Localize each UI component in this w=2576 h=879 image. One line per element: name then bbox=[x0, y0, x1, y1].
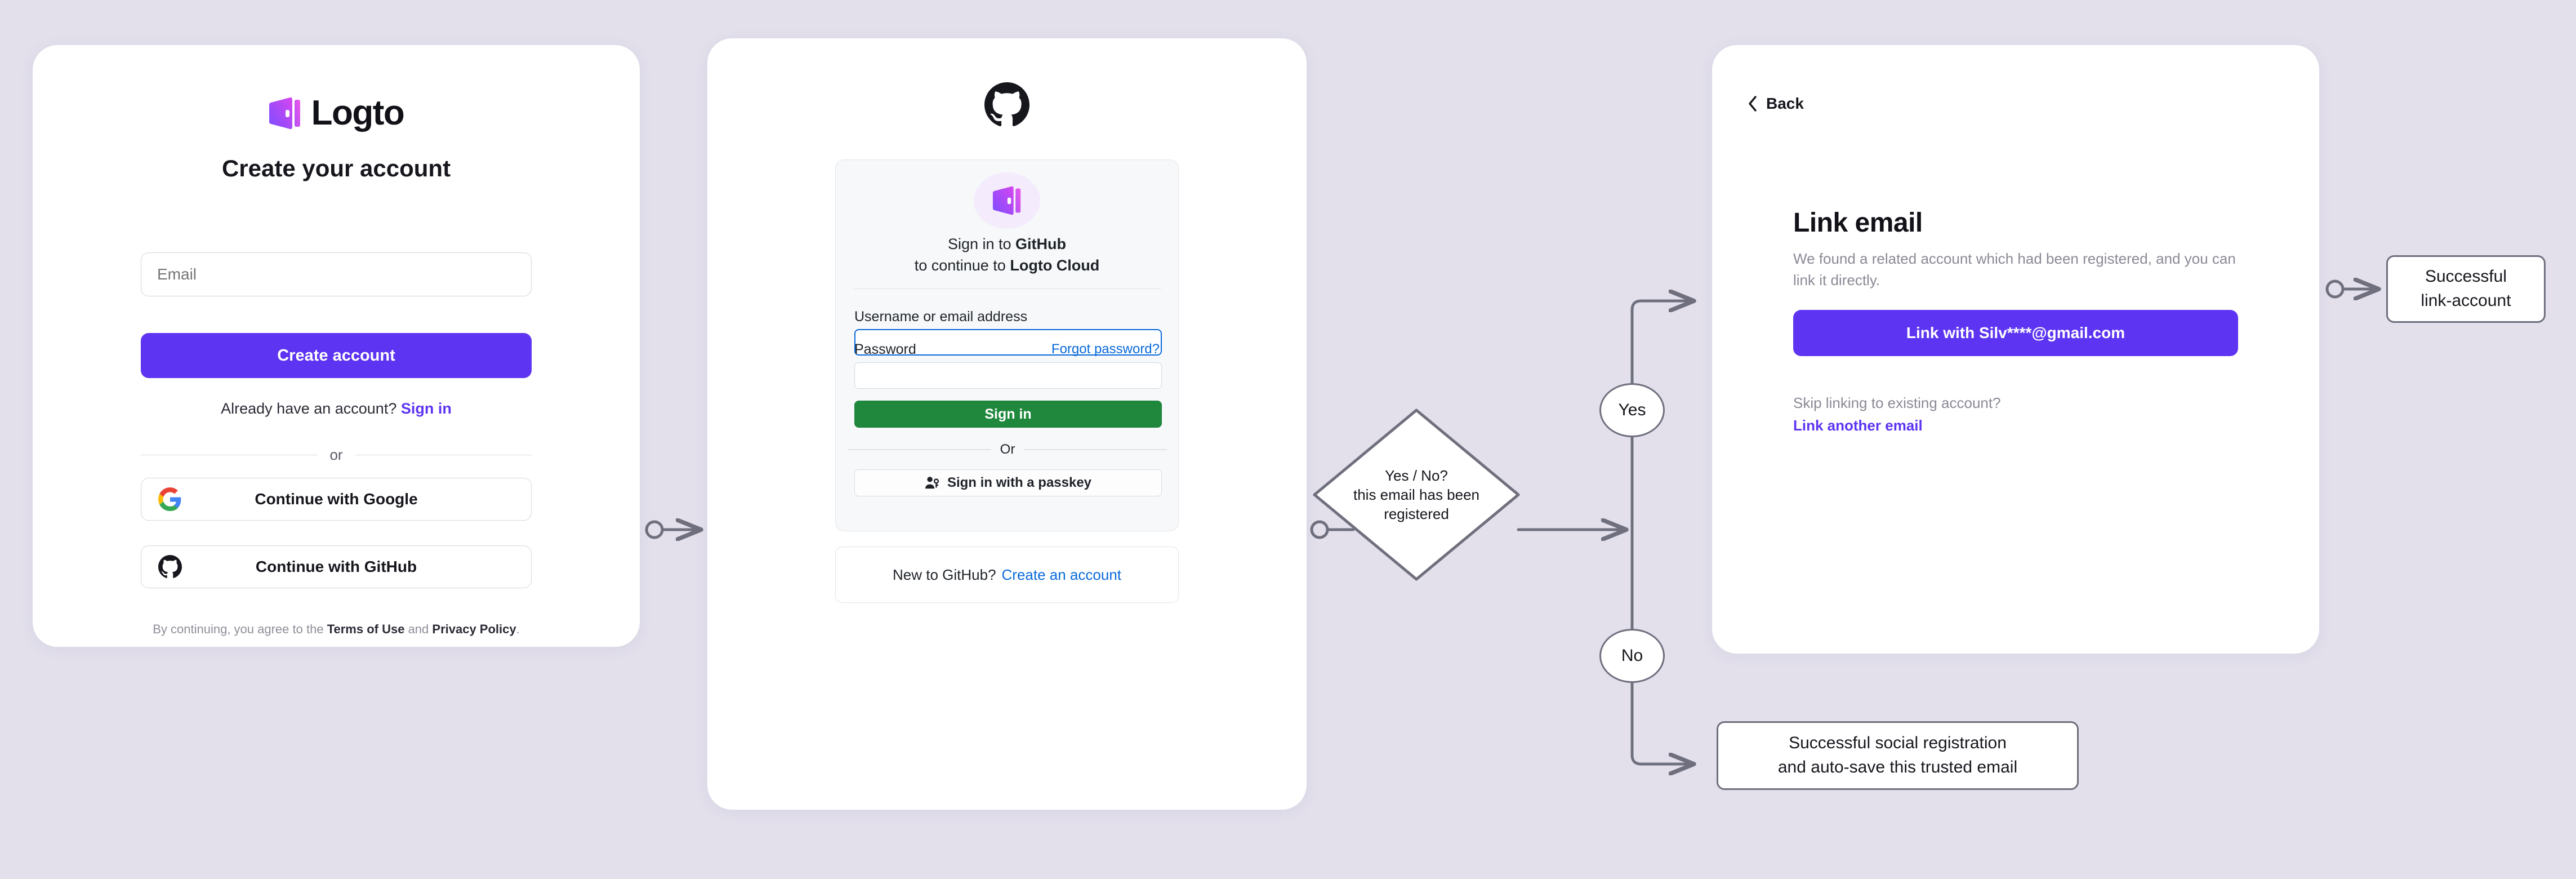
result-link-line-2: link-account bbox=[2421, 291, 2511, 310]
skip-linking-text: Skip linking to existing account? bbox=[1793, 394, 2001, 411]
github-sign-in-button[interactable]: Sign in bbox=[854, 401, 1162, 428]
divider-line-left bbox=[848, 449, 991, 450]
divider-line-right bbox=[1024, 449, 1167, 450]
continue-to-prefix: to continue to bbox=[914, 257, 1006, 274]
username-label: Username or email address bbox=[854, 309, 1028, 325]
github-create-account-footer: New to GitHub? Create an account bbox=[835, 547, 1179, 603]
or-divider: or bbox=[141, 446, 532, 464]
divider-label: or bbox=[329, 446, 343, 463]
decision-node: Yes / No? this email has been registered bbox=[1315, 410, 1518, 579]
link-with-email-button[interactable]: Link with Silv****@gmail.com bbox=[1793, 310, 2238, 356]
logto-app-badge bbox=[974, 172, 1040, 229]
branch-no-node: No bbox=[1599, 629, 1665, 683]
already-have-account-row: Already have an account? Sign in bbox=[33, 400, 640, 418]
back-button[interactable]: Back bbox=[1747, 95, 1804, 113]
forgot-password-link[interactable]: Forgot password? bbox=[1051, 341, 1160, 357]
branch-yes-label: Yes bbox=[1618, 401, 1646, 419]
github-signin-panel: Sign in to GitHub to continue to Logto C… bbox=[835, 159, 1179, 531]
decision-line-2: this email has been bbox=[1353, 486, 1480, 503]
continue-with-github-button[interactable]: Continue with GitHub bbox=[141, 545, 532, 588]
logto-signup-card: Logto Create your account Create account… bbox=[33, 45, 640, 647]
google-icon bbox=[158, 487, 181, 511]
decision-node-label: Yes / No? this email has been registered bbox=[1315, 410, 1518, 579]
result-link-account-box: Successful link-account bbox=[2386, 255, 2546, 323]
github-signin-heading: Sign in to GitHub to continue to Logto C… bbox=[836, 233, 1178, 277]
password-input[interactable] bbox=[854, 362, 1162, 389]
signin-provider-name: GitHub bbox=[1015, 236, 1067, 252]
new-to-github-text: New to GitHub? bbox=[893, 566, 996, 583]
passkey-signin-button[interactable]: Sign in with a passkey bbox=[854, 469, 1162, 496]
divider-label: Or bbox=[1000, 442, 1015, 457]
create-an-account-link[interactable]: Create an account bbox=[1001, 566, 1121, 583]
logto-door-icon bbox=[992, 186, 1021, 215]
result-social-line-1: Successful social registration bbox=[1789, 734, 2007, 753]
passkey-signin-label: Sign in with a passkey bbox=[947, 475, 1092, 490]
link-email-description: We found a related account which had bee… bbox=[1793, 250, 2236, 289]
github-signin-card: Sign in to GitHub to continue to Logto C… bbox=[707, 38, 1307, 810]
github-or-divider: Or bbox=[848, 442, 1167, 458]
passkey-icon bbox=[925, 477, 939, 489]
create-account-button[interactable]: Create account bbox=[141, 333, 532, 378]
divider-line-left bbox=[141, 454, 318, 456]
github-logo-icon bbox=[984, 82, 1029, 127]
branch-no-label: No bbox=[1621, 646, 1643, 665]
logto-door-icon bbox=[269, 97, 300, 130]
decision-line-1: Yes / No? bbox=[1385, 467, 1448, 484]
result-social-registration-box: Successful social registration and auto-… bbox=[1717, 721, 2079, 790]
legal-text: By continuing, you agree to the Terms of… bbox=[33, 622, 640, 637]
decision-line-3: registered bbox=[1384, 505, 1449, 523]
divider-line-right bbox=[355, 454, 532, 456]
link-email-card: Back Link email We found a related accou… bbox=[1712, 45, 2319, 654]
continue-with-github-label: Continue with GitHub bbox=[255, 558, 417, 575]
continue-with-google-label: Continue with Google bbox=[255, 490, 418, 508]
continue-to-app-name: Logto Cloud bbox=[1010, 257, 1100, 274]
legal-period: . bbox=[516, 622, 520, 636]
already-have-account-text: Already have an account? bbox=[221, 400, 397, 417]
github-icon bbox=[158, 555, 182, 578]
legal-prefix: By continuing, you agree to the bbox=[153, 622, 324, 636]
legal-and: and bbox=[408, 622, 429, 636]
result-link-line-1: Successful bbox=[2425, 267, 2507, 286]
sign-in-link[interactable]: Sign in bbox=[400, 400, 452, 417]
privacy-policy-link[interactable]: Privacy Policy bbox=[432, 622, 516, 636]
result-social-line-2: and auto-save this trusted email bbox=[1777, 758, 2018, 776]
page-title: Create your account bbox=[221, 155, 451, 181]
link-email-title: Link email bbox=[1793, 208, 1923, 238]
back-button-label: Back bbox=[1766, 95, 1804, 112]
branch-yes-node: Yes bbox=[1599, 383, 1665, 437]
logto-logo: Logto bbox=[33, 96, 640, 131]
link-another-email-link[interactable]: Link another email bbox=[1793, 417, 1923, 434]
continue-with-google-button[interactable]: Continue with Google bbox=[141, 478, 532, 521]
chevron-left-icon bbox=[1749, 96, 1757, 112]
logto-wordmark: Logto bbox=[311, 94, 405, 132]
password-label: Password bbox=[854, 341, 916, 357]
username-input[interactable] bbox=[854, 329, 1162, 356]
panel-divider bbox=[854, 288, 1161, 290]
signin-to-prefix: Sign in to bbox=[947, 236, 1011, 252]
email-input[interactable] bbox=[141, 252, 532, 296]
terms-of-use-link[interactable]: Terms of Use bbox=[327, 622, 405, 636]
